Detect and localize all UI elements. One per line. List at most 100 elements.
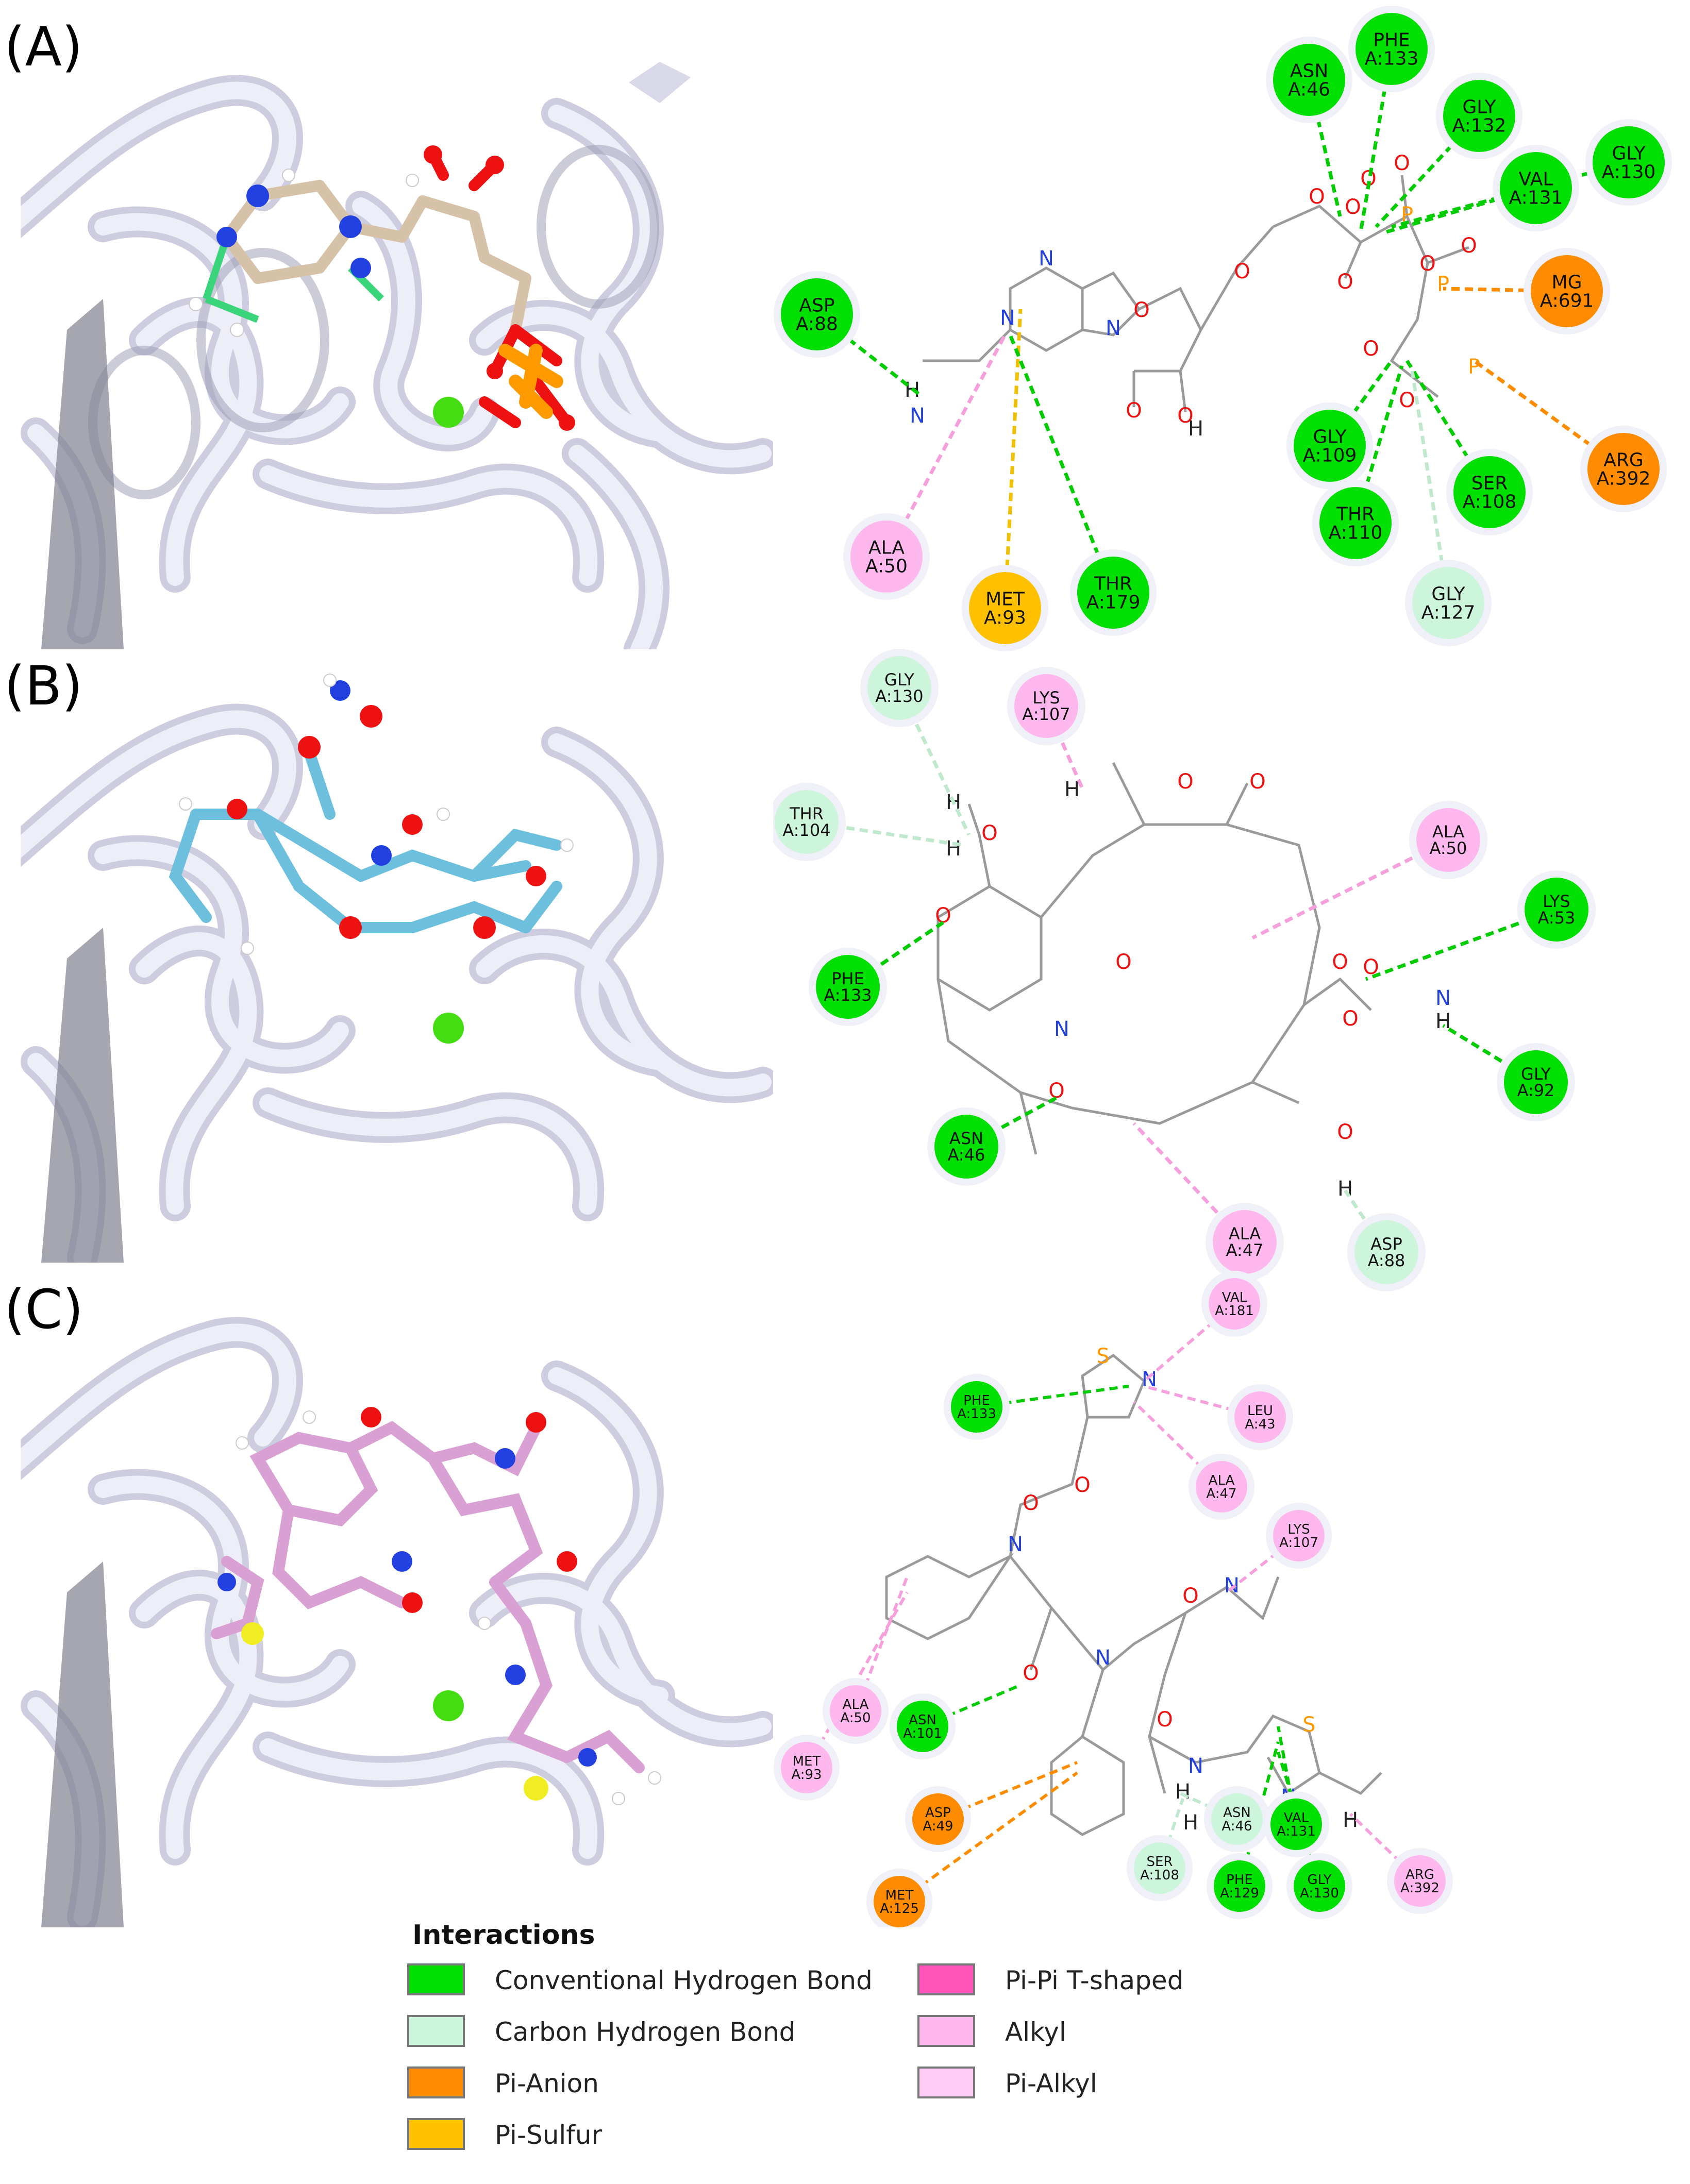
svg-text:O: O: [1337, 270, 1353, 294]
residue-name: MET: [985, 589, 1025, 610]
residue-bubble: [1587, 433, 1660, 505]
svg-text:S: S: [1096, 1345, 1109, 1368]
residue-id: A:50: [1430, 838, 1467, 858]
residue-id: A:130: [1300, 1886, 1339, 1901]
legend-label: Pi-Anion: [495, 2069, 599, 2098]
interaction-line: [976, 1385, 1129, 1408]
legend-swatch: [407, 2015, 465, 2047]
residue-name: ASN: [949, 1129, 983, 1148]
interaction-diagram-2d: OO OO OO OO OO OO O PP P NN NN HH OO OO …: [773, 6, 1672, 1927]
svg-text:S: S: [1302, 1713, 1315, 1737]
residue-name: PHE: [831, 969, 864, 988]
residue-bubble: [830, 1685, 881, 1737]
residue-bubble: [775, 790, 839, 854]
svg-text:H: H: [1188, 417, 1203, 441]
residue-name: PHE: [963, 1393, 990, 1408]
residue-id: A:691: [1540, 291, 1594, 312]
residue-bubble: [781, 278, 853, 350]
panel-b-3d-view: [21, 660, 773, 1263]
residue-name: ALA: [868, 537, 905, 559]
residue-id: A:130: [1602, 162, 1656, 183]
residue-name: ASP: [1370, 1234, 1402, 1254]
svg-text:N: N: [1224, 1574, 1240, 1598]
residue-bubble: [1412, 567, 1484, 639]
residue-name: LYS: [1543, 892, 1570, 911]
legend-label: Pi-Sulfur: [495, 2120, 603, 2150]
residue-id: A:129: [1220, 1886, 1259, 1901]
residue-id: A:131: [1509, 188, 1563, 209]
legend-swatch: [407, 2118, 465, 2150]
residue-name: ALA: [843, 1697, 869, 1712]
svg-text:N: N: [1000, 306, 1015, 330]
residue-name: ARG: [1603, 450, 1644, 471]
residue-bubble: [1453, 456, 1526, 528]
residue-bubble: [969, 572, 1041, 644]
svg-text:N: N: [1039, 247, 1054, 271]
residue-bubble: [1214, 1860, 1265, 1912]
residue-id: A:50: [840, 1710, 871, 1726]
residue-name: LEU: [1247, 1403, 1273, 1419]
residue-name: THR: [789, 804, 824, 824]
residue-id: A:132: [1452, 115, 1507, 137]
residue-bubble: [1443, 80, 1515, 152]
residue-bubble: [1356, 13, 1428, 85]
residue-name: ALA: [1229, 1224, 1261, 1244]
residue-bubble: [850, 520, 923, 593]
residue-id: A:50: [865, 556, 908, 577]
svg-text:O: O: [1337, 1120, 1353, 1144]
mg-ion-a: [433, 397, 464, 428]
residue-bubble: [1525, 878, 1588, 942]
residue-id: A:392: [1400, 1880, 1440, 1896]
ligand-b-molecule: [169, 674, 574, 955]
ligand-skeleton-b: [936, 762, 1372, 1155]
legend-label: Conventional Hydrogen Bond: [495, 1965, 873, 1995]
residue-id: A:109: [1303, 445, 1357, 466]
residue-name: GLY: [1313, 427, 1347, 448]
svg-text:O: O: [1461, 234, 1477, 258]
residue-bubble: [1234, 1391, 1286, 1443]
residue-name: GLY: [1462, 97, 1496, 118]
residue-bubble: [1504, 1050, 1568, 1114]
svg-text:N: N: [1095, 1646, 1111, 1670]
svg-text:N: N: [1054, 1017, 1069, 1041]
residue-name: THR: [1336, 504, 1375, 525]
residue-id: A:49: [923, 1819, 953, 1834]
legend-label: Pi-Pi T-shaped: [1005, 1965, 1184, 1995]
ligand-skeleton-a: [923, 175, 1469, 413]
residue-id: A:181: [1215, 1303, 1254, 1319]
panel-b-label: (B): [4, 654, 83, 717]
residue-id: A:130: [875, 686, 923, 706]
svg-text:H: H: [1337, 1177, 1353, 1201]
svg-text:O: O: [1332, 950, 1348, 974]
residue-bubble: [1077, 557, 1149, 629]
residue-bubble: [1273, 44, 1345, 116]
svg-text:O: O: [981, 821, 997, 845]
svg-text:N: N: [1188, 1754, 1203, 1778]
legend-label: Alkyl: [1005, 2017, 1066, 2047]
residue-bubble: [1273, 1510, 1325, 1561]
residue-name: ASP: [799, 295, 834, 316]
interaction-line: [1003, 309, 1023, 609]
svg-text:O: O: [1126, 399, 1142, 423]
residue-id: A:47: [1206, 1486, 1236, 1502]
residue-bubble: [934, 1115, 998, 1179]
interaction-line: [1008, 334, 1115, 594]
residue-id: A:108: [1463, 492, 1517, 513]
residue-name: PHE: [1373, 30, 1410, 51]
residue-id: A:88: [1368, 1251, 1405, 1270]
residue-id: A:46: [948, 1145, 985, 1165]
residue-name: ARG: [1405, 1867, 1434, 1883]
mg-ion-b: [433, 1013, 464, 1044]
legend-swatch: [917, 2067, 975, 2098]
svg-text:H: H: [1435, 1010, 1451, 1033]
